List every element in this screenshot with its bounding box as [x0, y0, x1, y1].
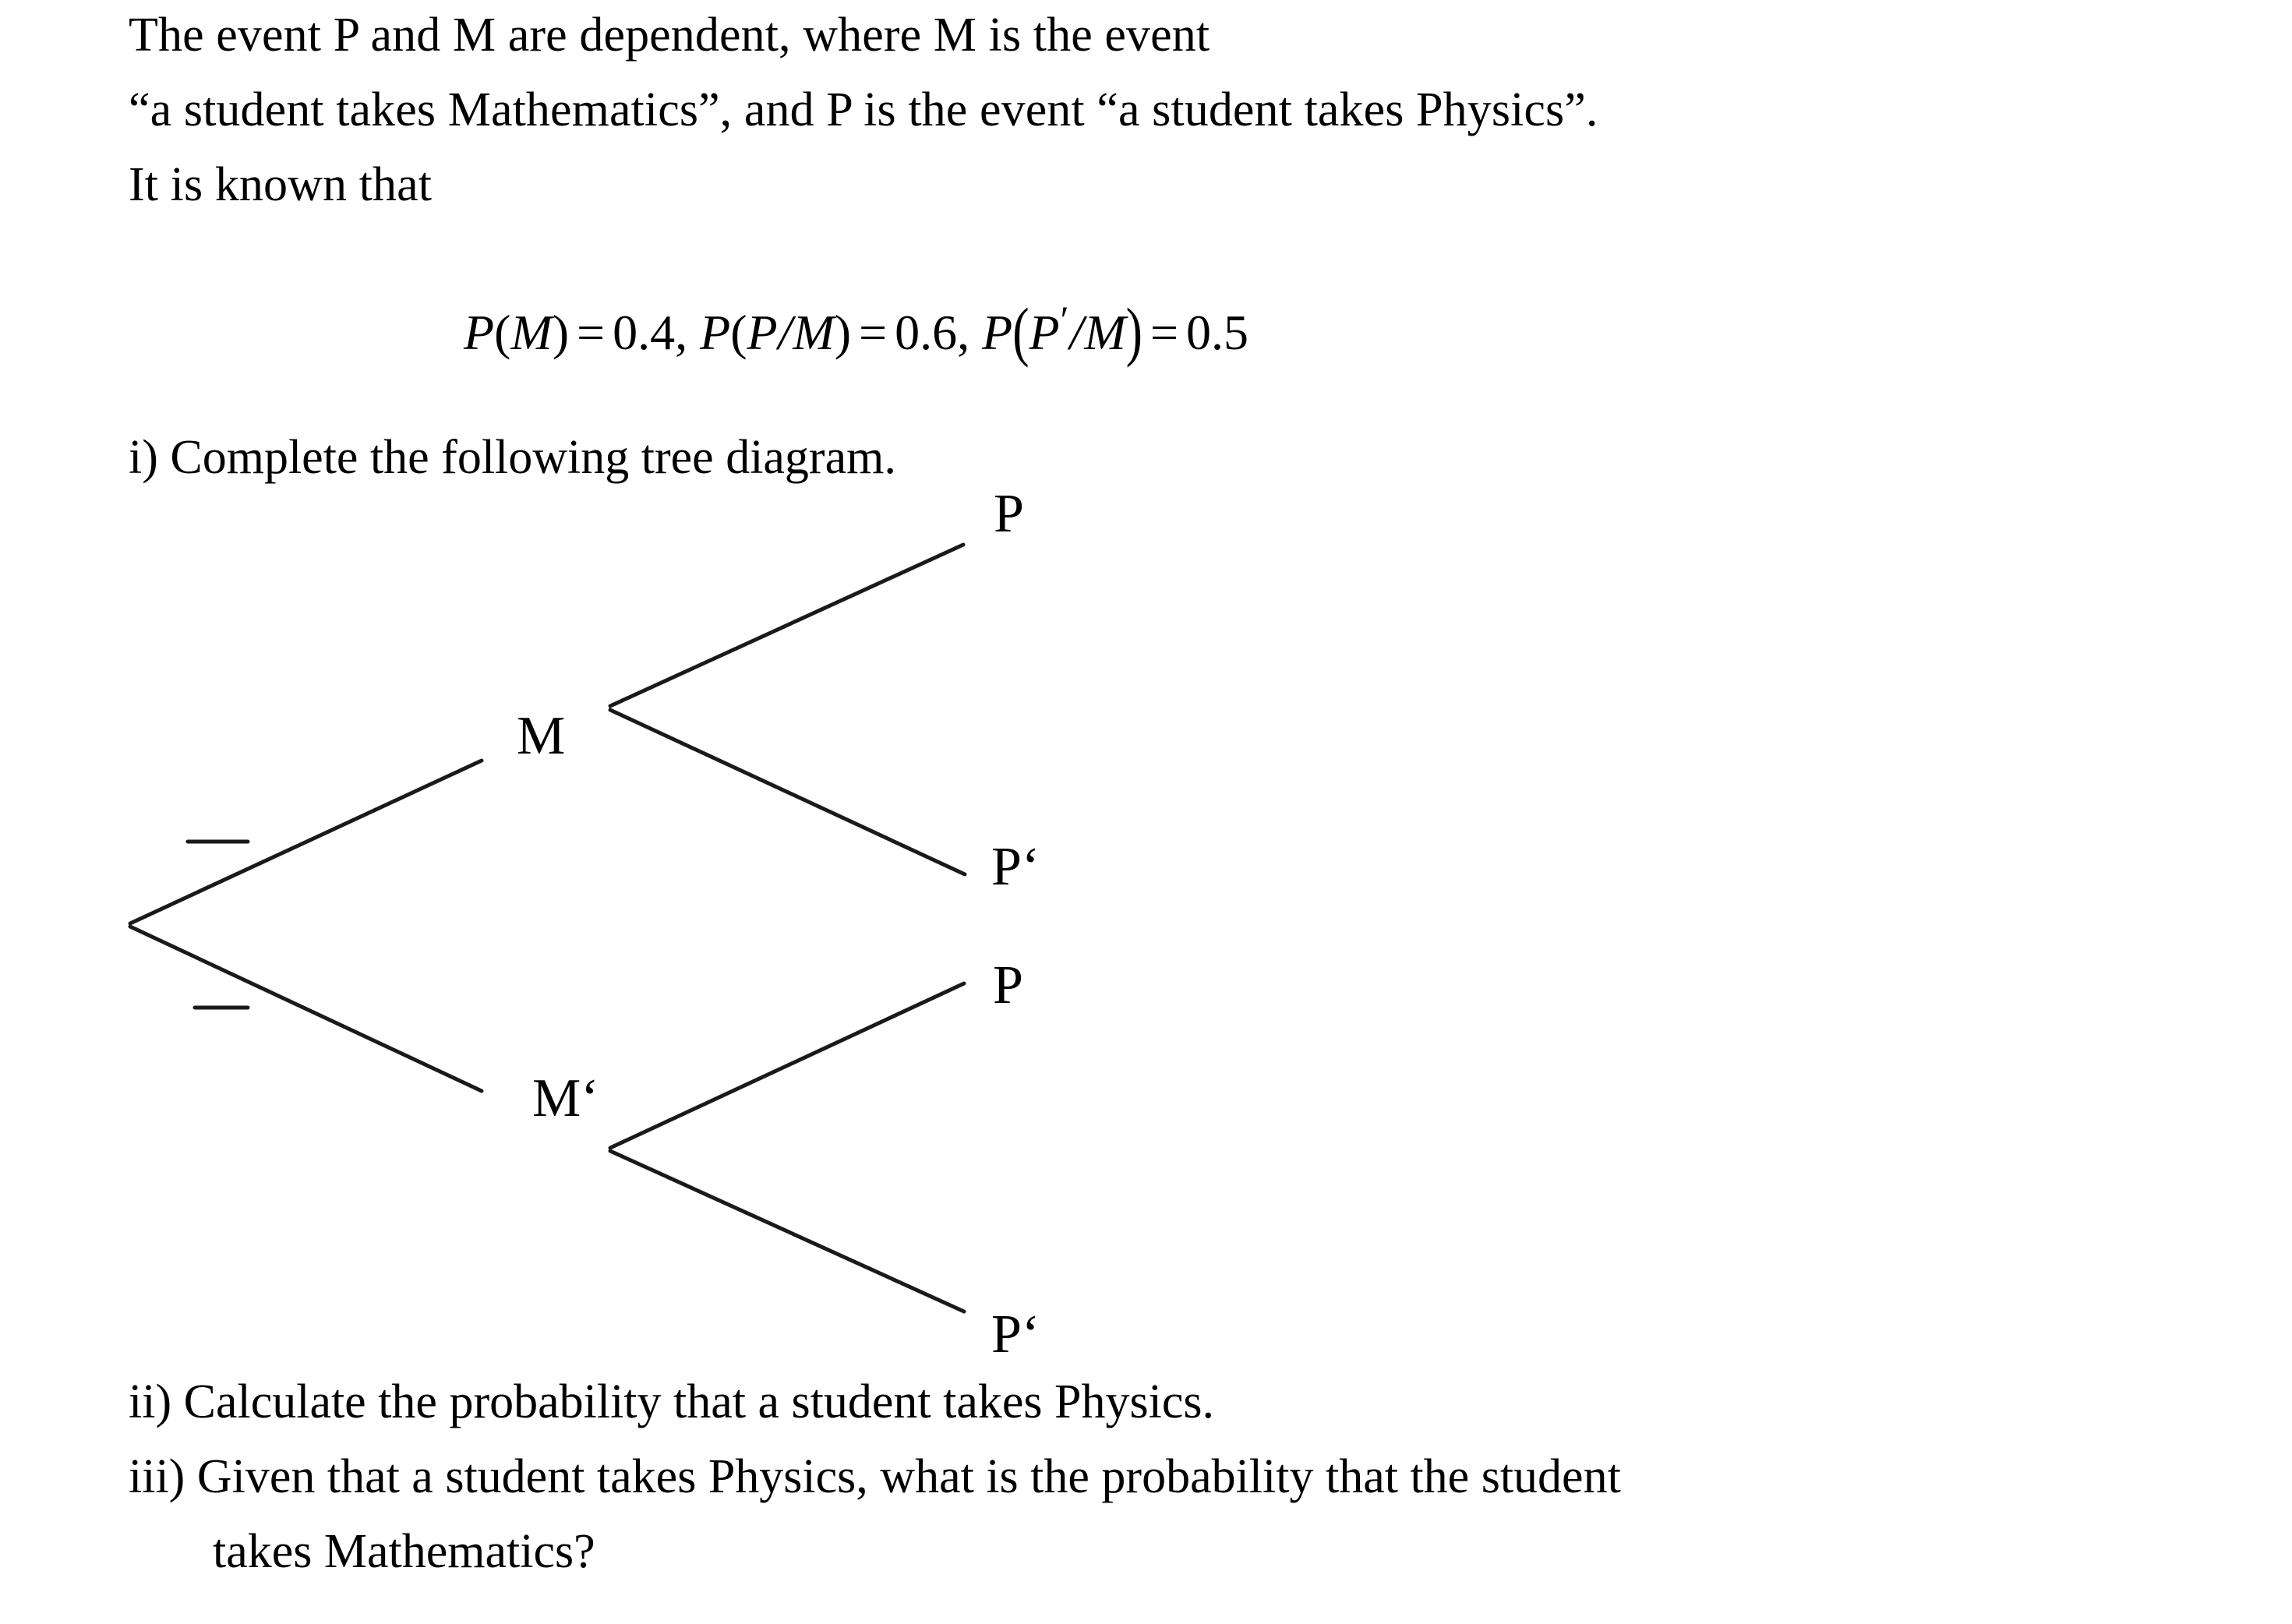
formula-token-open-2: (	[730, 304, 747, 360]
formula-token-close-3: )	[1125, 295, 1142, 368]
tree-leaf-P-prime-upper: P‘	[991, 837, 1040, 897]
formula-token-P-4: P	[982, 304, 1013, 360]
tree-leaf-P-prime-lower: P‘	[991, 1304, 1040, 1365]
formula-token-close-2: )	[834, 304, 852, 360]
branch-M-to-Pprime	[608, 708, 967, 877]
formula-token-open-3: (	[1012, 295, 1029, 368]
formula-value-1: 0.4	[613, 304, 676, 360]
formula-token-comma-2: ,	[957, 304, 970, 360]
formula-token-slash-1: /	[778, 304, 793, 360]
formula-token-M-3: M	[1084, 304, 1126, 360]
formula-token-equals-3: =	[1150, 304, 1179, 360]
question-part-iii-continuation: takes Mathematics?	[213, 1525, 595, 1578]
formula-token-prime-1: ′	[1060, 298, 1069, 341]
branch-root-to-Mprime	[128, 924, 484, 1093]
formula-value-2: 0.6	[895, 304, 958, 360]
branch-Mprime-to-Pprime	[608, 1149, 966, 1314]
branch-M-to-P	[608, 542, 966, 708]
question-part-i: i) Complete the following tree diagram.	[129, 431, 896, 484]
formula-token-M-2: M	[793, 304, 835, 360]
question-part-iii: iii) Given that a student takes Physics,…	[129, 1450, 1621, 1503]
formula-token-equals-2: =	[859, 304, 888, 360]
intro-line-1: The event P and M are dependent, where M…	[129, 9, 1210, 62]
formula-token-comma-1: ,	[675, 304, 688, 360]
tree-node-M-prime: M‘	[532, 1068, 599, 1128]
formula-token-P-3: P	[747, 304, 778, 360]
formula-token-P-5: P	[1029, 304, 1060, 360]
given-probabilities-formula: P(M)=0.4,P(P/M)=0.6,P(P′/M)=0.5	[464, 295, 1249, 368]
tree-node-M: M	[517, 706, 566, 766]
formula-token-open-1: (	[494, 304, 511, 360]
intro-line-2: “a student takes Mathematics”, and P is …	[129, 83, 1598, 136]
formula-token-M-1: M	[510, 304, 553, 360]
tree-branches-svg	[128, 542, 967, 1314]
formula-token-P-1: P	[464, 304, 495, 360]
formula-token-equals-1: =	[577, 304, 606, 360]
question-part-ii: ii) Calculate the probability that a stu…	[129, 1375, 1214, 1428]
formula-token-P-2: P	[700, 304, 731, 360]
tree-leaf-P-upper: P	[994, 484, 1024, 544]
probability-tree-diagram: M M‘ P P‘ P P‘	[0, 468, 1247, 1403]
tree-leaf-P-lower: P	[993, 955, 1023, 1015]
formula-value-3: 0.5	[1186, 304, 1249, 360]
branch-Mprime-to-P	[608, 981, 966, 1150]
formula-token-slash-2: /	[1069, 304, 1084, 360]
branch-root-to-M	[128, 758, 484, 926]
formula-token-close-1: )	[552, 304, 570, 360]
intro-line-3: It is known that	[129, 158, 433, 211]
